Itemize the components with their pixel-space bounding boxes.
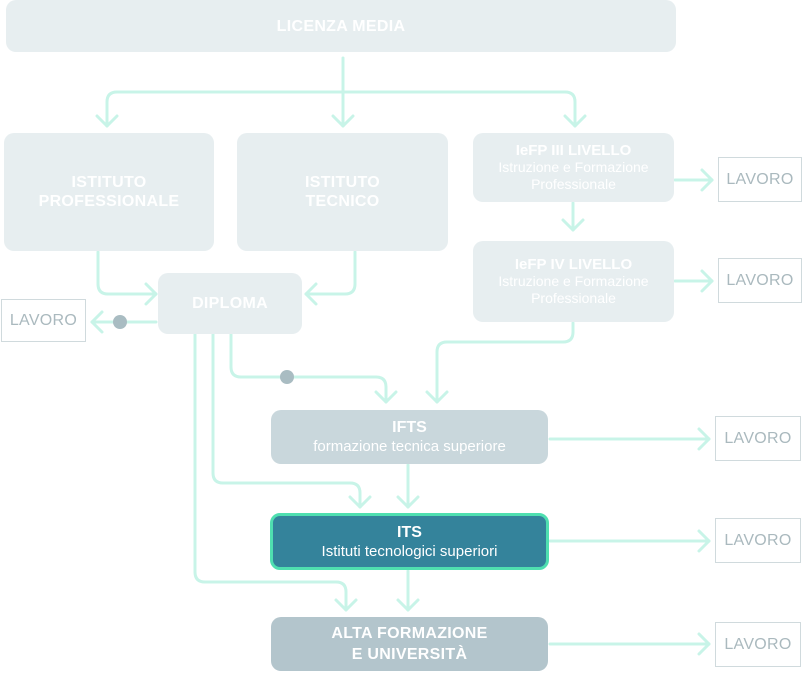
lavoro-box-diploma: LAVORO <box>1 299 86 342</box>
arrowhead <box>700 269 714 293</box>
iefp-iv-subtitle: Istruzione e Formazione Professionale <box>498 273 649 306</box>
istituto-tecnico-label: ISTITUTO TECNICO <box>305 174 380 210</box>
connector-iefp4-ifts <box>435 321 575 404</box>
arrowhead <box>697 632 711 656</box>
arrowhead <box>331 114 355 128</box>
lavoro-label: LAVORO <box>724 531 792 549</box>
arrowhead <box>144 282 158 306</box>
arrowhead <box>396 598 420 612</box>
lavoro-box-ifts: LAVORO <box>715 416 801 461</box>
diploma-box: DIPLOMA <box>158 273 302 334</box>
iefp-iv-title: IeFP IV LIVELLO <box>514 256 633 273</box>
arrowhead <box>697 529 711 553</box>
iefp-iii-subtitle: Istruzione e Formazione Professionale <box>498 159 649 192</box>
arrowhead <box>697 427 711 451</box>
lavoro-label: LAVORO <box>724 429 792 447</box>
licenza-media-box: LICENZA MEDIA <box>6 0 676 52</box>
lavoro-label: LAVORO <box>726 170 794 188</box>
lavoro-box-alta: LAVORO <box>715 622 801 667</box>
arrowhead <box>334 598 358 612</box>
ifts-title: IFTS <box>392 419 427 436</box>
connector-professionale-diploma <box>96 250 158 296</box>
lavoro-box-its: LAVORO <box>715 518 801 563</box>
junction-dot <box>113 315 127 329</box>
arrowhead <box>95 114 119 128</box>
iefp-iv-box: IeFP IV LIVELLO Istruzione e Formazione … <box>473 241 674 322</box>
connector-diploma-ifts <box>229 332 388 404</box>
lavoro-label: LAVORO <box>9 311 78 329</box>
lavoro-box-iefp-iii: LAVORO <box>718 157 802 202</box>
its-title: ITS <box>397 523 422 541</box>
istituto-professionale-box: ISTITUTO PROFESSIONALE <box>4 133 214 251</box>
junction-dot <box>280 370 294 384</box>
connector-diploma-alta <box>193 332 348 612</box>
diploma-label: DIPLOMA <box>192 295 268 312</box>
connector-tecnico-diploma <box>304 250 357 296</box>
ifts-subtitle: formazione tecnica superiore <box>313 438 506 455</box>
lavoro-label: LAVORO <box>726 271 794 289</box>
its-subtitle: Istituti tecnologici superiori <box>321 542 498 560</box>
arrowhead <box>374 390 398 404</box>
istituto-professionale-label: ISTITUTO PROFESSIONALE <box>38 174 180 210</box>
istituto-tecnico-box: ISTITUTO TECNICO <box>237 133 448 251</box>
lavoro-box-iefp-iv: LAVORO <box>718 258 802 303</box>
iefp-iii-title: IeFP III LIVELLO <box>515 142 632 159</box>
arrowhead <box>561 218 585 232</box>
arrowhead <box>425 390 449 404</box>
arrowhead <box>396 495 420 509</box>
iefp-iii-box: IeFP III LIVELLO Istruzione e Formazione… <box>473 133 674 202</box>
connector-diploma-its <box>211 332 362 509</box>
ifts-box: IFTS formazione tecnica superiore <box>271 410 548 464</box>
alta-formazione-label: ALTA FORMAZIONE E UNIVERSITÀ <box>331 625 488 663</box>
licenza-media-label: LICENZA MEDIA <box>276 17 406 35</box>
arrowhead <box>700 168 714 192</box>
its-box: ITS Istituti tecnologici superiori <box>270 513 549 570</box>
arrowhead <box>348 495 372 509</box>
lavoro-label: LAVORO <box>724 635 792 653</box>
connector-licenza-split <box>105 90 577 128</box>
arrowhead <box>563 114 587 128</box>
arrowhead <box>90 310 104 334</box>
arrowhead <box>304 282 318 306</box>
alta-formazione-box: ALTA FORMAZIONE E UNIVERSITÀ <box>271 617 548 671</box>
